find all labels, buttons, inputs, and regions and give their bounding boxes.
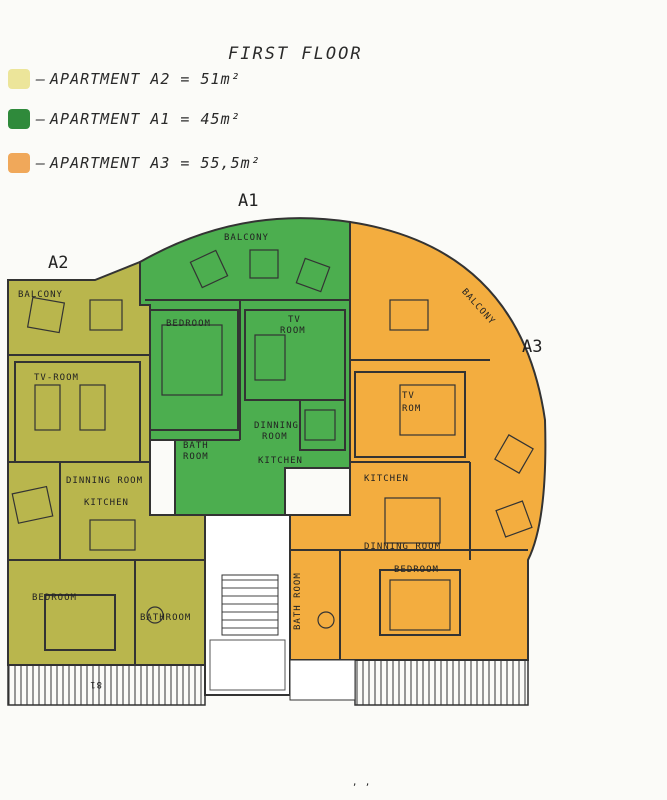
walls-a3 — [290, 359, 528, 660]
legend-dash: – — [36, 154, 47, 172]
terrace-left — [7, 664, 206, 706]
footer-mark: , , — [352, 778, 371, 788]
legend-swatch-a3 — [8, 153, 30, 173]
room-label: BALCONY — [224, 233, 269, 243]
legend-item-a3: – APARTMENT A3 = 55,5 m² — [8, 152, 261, 174]
legend-equals: = — [170, 154, 201, 172]
legend-swatch-a1 — [8, 109, 30, 129]
apartment-label-a2: A2 — [48, 253, 68, 273]
room-label: ROOM — [183, 452, 209, 462]
terrace-right — [354, 659, 529, 706]
legend-label: APARTMENT A2 — [50, 70, 171, 88]
legend-dash: – — [36, 110, 47, 128]
room-label: KITCHEN — [258, 456, 303, 466]
room-label: BALCONY — [18, 290, 63, 300]
room-label: BATH ROOM — [293, 572, 303, 630]
room-label: KITCHEN — [364, 474, 409, 484]
legend-area: 45 — [200, 110, 221, 128]
legend-area: 55,5 — [200, 154, 241, 172]
room-label: ROM — [402, 404, 421, 414]
room-label: TV — [402, 391, 415, 401]
legend-item-a1: – APARTMENT A1 = 45 m² — [8, 108, 241, 130]
room-label: BEDROOM — [32, 593, 77, 603]
legend-unit: m² — [220, 110, 241, 128]
walls-a1 — [145, 299, 350, 451]
legend-dash: – — [36, 70, 47, 88]
legend-label: APARTMENT A3 — [50, 154, 171, 172]
room-label: BATH — [183, 441, 209, 451]
room-label: TV — [288, 315, 301, 325]
entrance-bay — [289, 659, 356, 701]
room-label: DINNING ROOM — [66, 476, 143, 486]
room-label: KITCHEN — [84, 498, 129, 508]
legend-equals: = — [170, 70, 201, 88]
legend-label: APARTMENT A1 — [50, 110, 171, 128]
legend-item-a2: – APARTMENT A2 = 51 m² — [8, 68, 241, 90]
furniture — [11, 249, 534, 631]
apartment-label-a3: A3 — [522, 337, 542, 357]
legend-equals: = — [170, 110, 201, 128]
room-label: DINNING ROOM — [364, 542, 441, 552]
legend-swatch-a2 — [8, 69, 30, 89]
room-label: BATHROOM — [140, 613, 191, 623]
room-label: ROOM — [280, 326, 306, 336]
room-label: BEDROOM — [166, 319, 211, 329]
legend-area: 51 — [200, 70, 221, 88]
stair-flight — [221, 574, 279, 636]
room-label: TV-ROOM — [34, 373, 79, 383]
room-label: ROOM — [262, 432, 288, 442]
room-label: DINNING — [254, 421, 299, 431]
page-title: FIRST FLOOR — [228, 44, 363, 64]
legend-unit: m² — [220, 70, 241, 88]
legend-unit: m² — [240, 154, 261, 172]
walls-a2 — [8, 354, 205, 665]
stair-landing — [209, 639, 286, 691]
apartment-label-a1: A1 — [238, 191, 258, 211]
stair-mark: 81 — [89, 679, 102, 689]
room-label: BEDROOM — [394, 565, 439, 575]
